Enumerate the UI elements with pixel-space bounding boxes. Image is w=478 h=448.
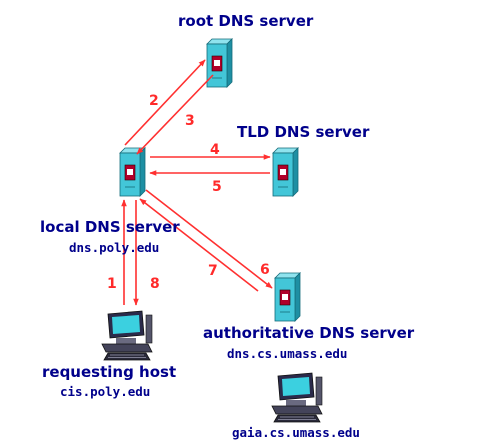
step-8-label: 8	[150, 276, 160, 292]
root-server-icon	[206, 38, 233, 88]
gaia-host-computer-icon	[271, 372, 323, 423]
arrow-step-6	[145, 189, 273, 289]
tld-server-icon	[272, 147, 299, 197]
authoritative-server-icon	[274, 272, 301, 322]
authoritative-server-label: authoritative DNS server	[203, 324, 415, 342]
arrow-step-7	[139, 198, 259, 292]
arrow-step-3	[136, 74, 214, 155]
requesting-host-label: requesting host	[42, 363, 177, 381]
local-server-icon	[119, 147, 146, 197]
step-7-label: 7	[208, 263, 218, 279]
step-4-label: 4	[210, 142, 220, 158]
step-1-label: 1	[107, 276, 117, 292]
step-3-label: 3	[185, 113, 195, 129]
requesting-host-name: cis.poly.edu	[60, 384, 151, 399]
step-6-label: 6	[260, 262, 270, 278]
step-2-label: 2	[149, 93, 159, 109]
requesting-host-computer-icon	[101, 310, 153, 361]
tld-server-label: TLD DNS server	[237, 123, 370, 141]
arrow-step-2	[124, 59, 206, 146]
local-server-host: dns.poly.edu	[69, 240, 160, 255]
local-server-label: local DNS server	[40, 218, 180, 236]
authoritative-server-host: dns.cs.umass.edu	[227, 346, 348, 361]
gaia-host-name: gaia.cs.umass.edu	[232, 425, 360, 440]
root-server-label: root DNS server	[178, 12, 314, 30]
step-5-label: 5	[212, 179, 222, 195]
